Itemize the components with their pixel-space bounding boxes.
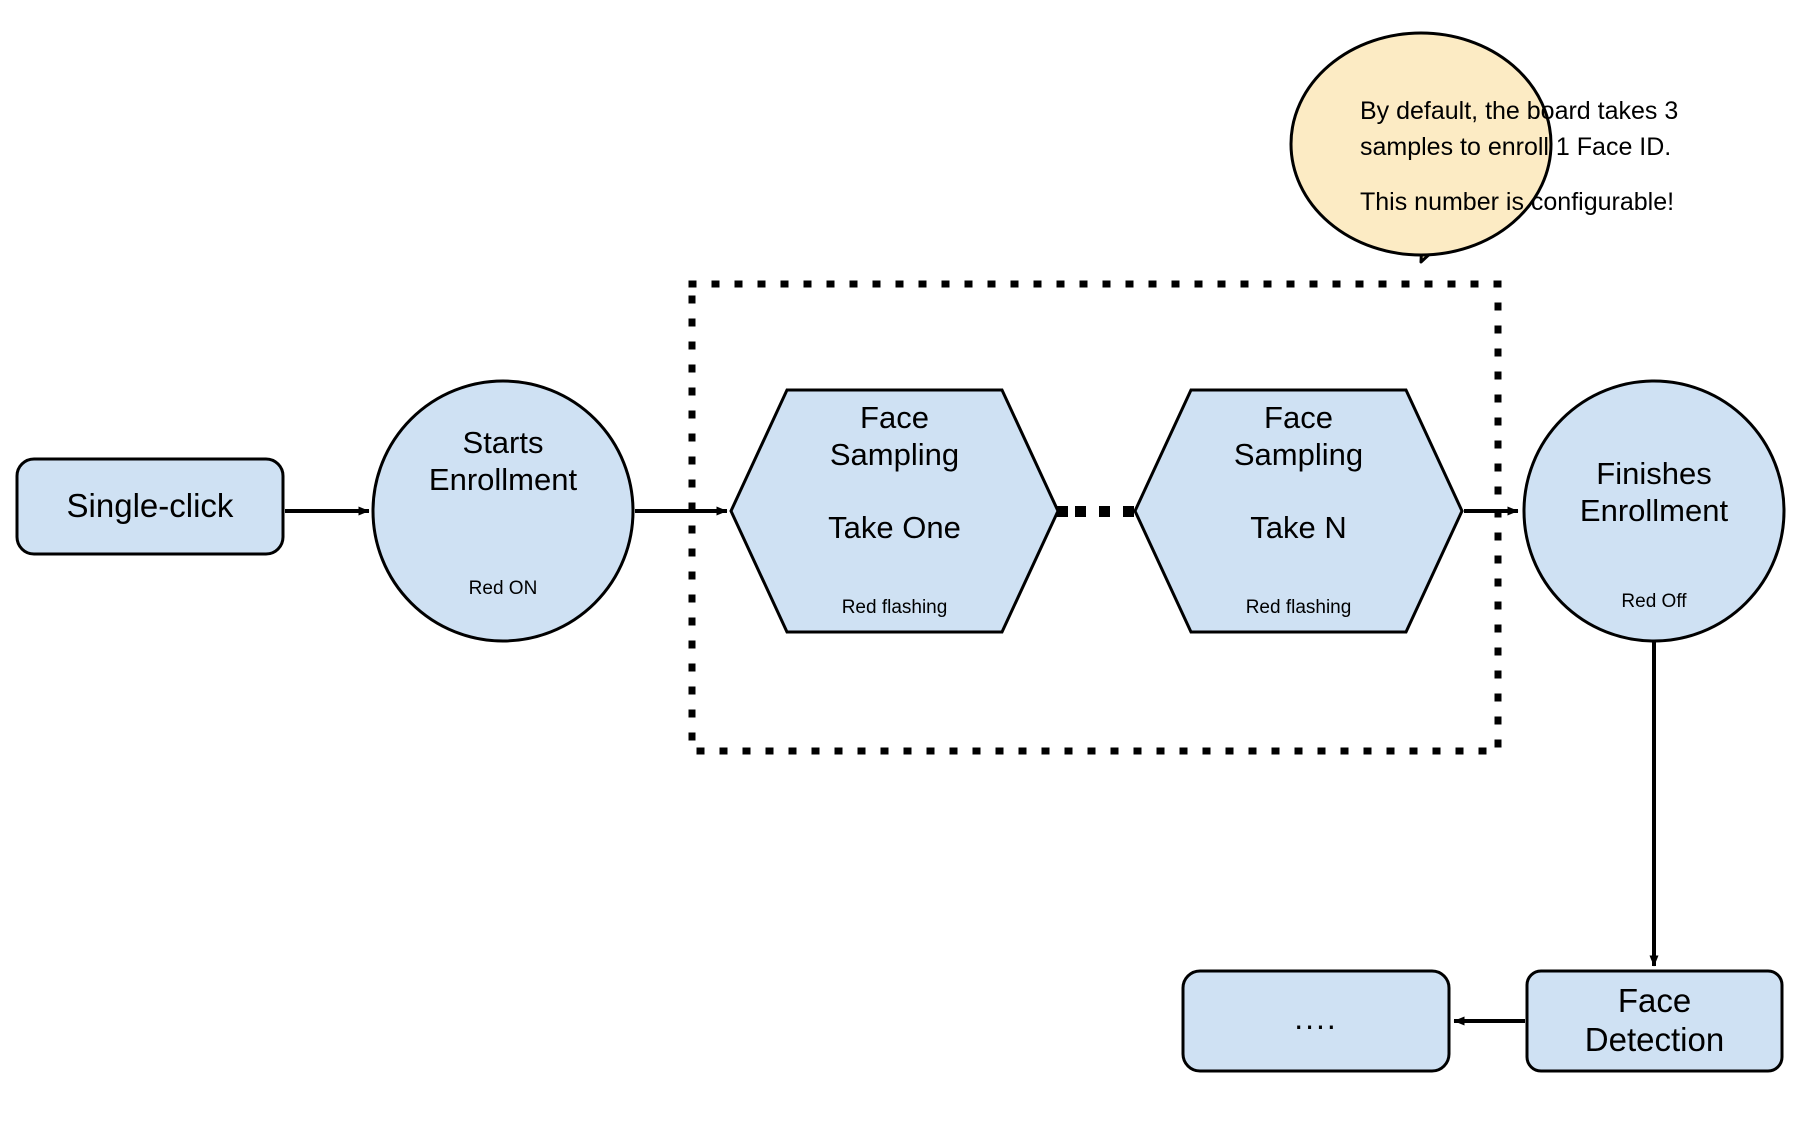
single-click-shape[interactable]	[15, 457, 285, 556]
callout-line-1: By default, the board takes 3 samples to…	[1360, 97, 1679, 161]
starts-enrollment-shape[interactable]	[371, 379, 635, 643]
continuation-label: ....	[1294, 1000, 1338, 1036]
continuation-shape[interactable]	[1181, 969, 1451, 1073]
callout-line-2: This number is configurable!	[1360, 188, 1675, 216]
face-sampling-n-shape[interactable]	[1133, 388, 1464, 634]
face-sampling-one-shape[interactable]	[729, 388, 1060, 634]
face-detection-shape[interactable]	[1525, 969, 1784, 1073]
finishes-enrollment-shape[interactable]	[1522, 379, 1786, 643]
callout-balloon-shape	[1289, 31, 1553, 264]
sampling-group-border	[688, 280, 1502, 755]
sampling-ellipsis-dots	[1057, 506, 1134, 517]
